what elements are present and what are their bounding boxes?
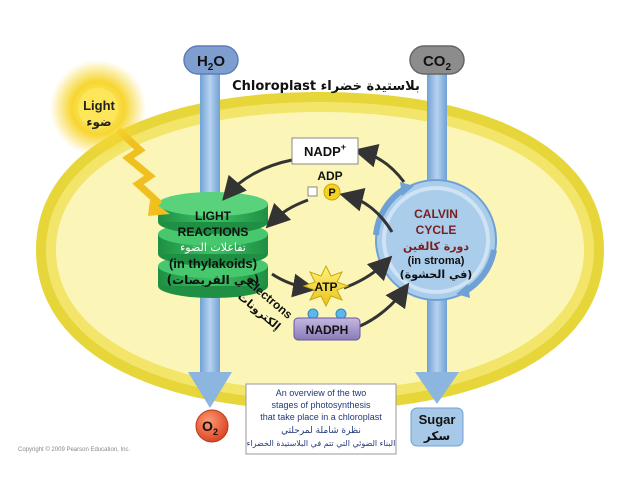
adp-return-arrow: [265, 198, 309, 229]
co2-input: CO2: [409, 45, 465, 75]
svg-text:NADP+: NADP+: [304, 142, 346, 159]
co2-label-sub: 2: [445, 62, 451, 73]
oxygen-base: O: [202, 418, 213, 434]
nadph-label: NADPH: [306, 323, 349, 337]
copyright: Copyright © 2009 Pearson Education, Inc.: [18, 446, 130, 453]
caption-line4: نظرة شاملة لمرحلتي: [281, 426, 361, 436]
svg-text:O2: O2: [202, 418, 218, 437]
adp-from-calvin-arrow: [339, 188, 394, 233]
stroma-location: (in stroma): [408, 255, 465, 267]
atp-molecule: ATP: [302, 264, 350, 308]
cycle-arrows: [222, 144, 410, 328]
caption-box: An overview of the two stages of photosy…: [245, 383, 397, 455]
caption-line3: that take place in a chloroplast: [260, 412, 382, 422]
nadp-base: NADP: [304, 144, 341, 159]
thylakoid-location: (in thylakoids): [169, 256, 257, 271]
thylakoid-stack: [158, 192, 268, 298]
water-label-base: H: [197, 53, 208, 70]
nadp-from-calvin-arrow: [353, 144, 406, 183]
thylakoid-location-ar: (في القريصات): [167, 273, 260, 287]
chloroplast-label: Chloroplast بلاستيدة خضراء: [232, 79, 420, 94]
sugar-output: Sugar سكر: [410, 407, 464, 447]
light-reactions-line1: LIGHT: [195, 209, 232, 223]
nadp-sup: +: [341, 142, 346, 152]
plus-box: [307, 186, 318, 197]
calvin-line2: CYCLE: [416, 223, 457, 237]
calvin-ar: دورة كالفين: [403, 240, 469, 253]
water-label-sub: 2: [208, 62, 214, 73]
nadp-return-arrow: [222, 158, 293, 201]
calvin-cycle: CALVIN CYCLE دورة كالفين (in stroma) (في…: [400, 207, 473, 281]
nadph-molecule: NADPH: [293, 308, 361, 341]
calvin-line1: CALVIN: [414, 207, 458, 221]
sugar-label: Sugar: [419, 412, 456, 427]
caption-line2: stages of photosynthesis: [271, 400, 371, 410]
sugar-arrow: [415, 300, 459, 404]
phosphate-label: P: [328, 187, 335, 199]
light-beam: [115, 127, 170, 216]
caption-line5: البناء الضوئي التي تتم في البلاستيدة الخ…: [247, 439, 396, 448]
svg-text:H2O: H2O: [197, 53, 225, 73]
svg-text:CO2: CO2: [423, 53, 452, 73]
nadph-to-calvin-arrow: [359, 282, 410, 328]
light-reactions-line2: REACTIONS: [178, 225, 249, 239]
caption-line1: An overview of the two: [276, 388, 367, 398]
adp-phosphate: ADP P: [307, 169, 343, 201]
atp-out-arrow: [271, 272, 317, 298]
light-reactions: LIGHT REACTIONS تفاعلات الضوء (in thylak…: [167, 209, 260, 287]
oxygen-sub: 2: [213, 427, 218, 437]
water-label-tail: O: [213, 53, 225, 70]
sugar-label-ar: سكر: [423, 429, 450, 443]
light-label-ar: ضوء: [86, 115, 111, 130]
water-input: H2O: [183, 45, 239, 75]
light-label: Light: [83, 98, 115, 113]
adp-label: ADP: [317, 169, 342, 183]
stroma-location-ar: (في الحشوة): [400, 268, 473, 281]
co2-label-base: CO: [423, 53, 446, 70]
calvin-cycle-disk: [373, 179, 497, 301]
phosphate-circle: [323, 183, 341, 201]
atp-label: ATP: [314, 280, 337, 294]
sun-icon: [50, 60, 146, 156]
light-reactions-ar: تفاعلات الضوء: [180, 241, 246, 254]
oxygen-output: O2: [195, 409, 229, 443]
nadp-plus: NADP+: [291, 137, 359, 165]
